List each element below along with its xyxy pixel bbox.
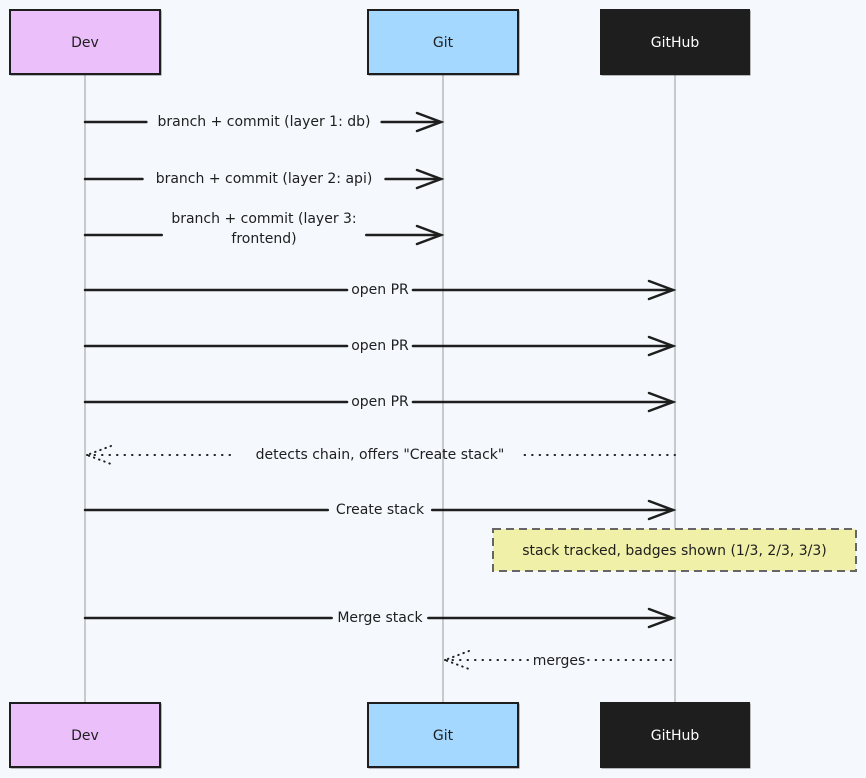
message-label: open PR (351, 338, 409, 354)
message-label: open PR (351, 394, 409, 410)
message-label: Merge stack (337, 610, 423, 626)
message-1: branch + commit (layer 1: db) (83, 111, 445, 133)
note-label: stack tracked, badges shown (1/3, 2/3, 3… (522, 543, 827, 559)
arrowhead (415, 168, 445, 190)
message-label: open PR (351, 282, 409, 298)
messages: branch + commit (layer 1: db) branch + co… (83, 111, 677, 670)
message-6: open PR (83, 391, 677, 413)
actor-box-github-top: GitHub (600, 9, 751, 76)
message-label: branch + commit (layer 3: (171, 211, 356, 227)
message-5: open PR (83, 335, 677, 357)
message-label: branch + commit (layer 1: db) (157, 114, 370, 130)
message-9: Merge stack (83, 607, 677, 629)
arrowhead (415, 111, 445, 133)
message-label: detects chain, offers "Create stack" (256, 447, 505, 463)
arrowhead (84, 445, 112, 465)
note: stack tracked, badges shown (1/3, 2/3, 3… (492, 528, 857, 572)
message-8: Create stack (83, 499, 677, 521)
actor-label-github: GitHub (651, 728, 700, 744)
arrowhead (442, 650, 470, 670)
actor-box-git-bottom: Git (367, 702, 520, 769)
lifelines (84, 74, 676, 703)
actor-box-git-top: Git (367, 9, 520, 76)
actor-label-git: Git (433, 35, 454, 51)
actor-label-dev: Dev (71, 728, 99, 744)
arrowhead (415, 224, 445, 246)
arrowhead (647, 335, 677, 357)
arrowhead (647, 499, 677, 521)
arrowhead (647, 607, 677, 629)
arrowhead (647, 391, 677, 413)
actor-label-git: Git (433, 728, 454, 744)
message-7: detects chain, offers "Create stack" (84, 445, 676, 465)
actor-label-dev: Dev (71, 35, 99, 51)
message-2: branch + commit (layer 2: api) (83, 168, 445, 190)
actor-box-dev-bottom: Dev (9, 702, 162, 769)
arrowhead (647, 279, 677, 301)
message-label: merges (533, 653, 586, 669)
message-label: Create stack (336, 502, 425, 518)
actor-label-github: GitHub (651, 35, 700, 51)
message-label: frontend) (231, 231, 296, 247)
actor-box-dev-top: Dev (9, 9, 162, 76)
message-label: branch + commit (layer 2: api) (156, 171, 373, 187)
message-10: merges (442, 650, 676, 670)
message-3: branch + commit (layer 3: frontend) (83, 211, 445, 247)
actor-box-github-bottom: GitHub (600, 702, 751, 769)
note-box (492, 528, 857, 572)
message-4: open PR (83, 279, 677, 301)
